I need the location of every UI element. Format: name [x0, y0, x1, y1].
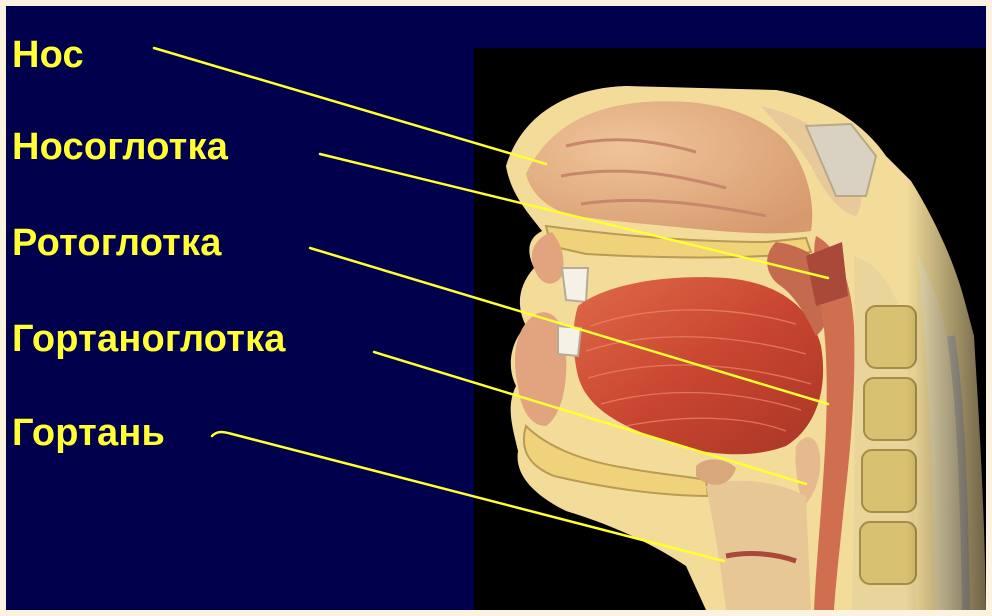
- head-sagittal-section-illustration: [6, 6, 986, 610]
- label-nasopharynx: Носоглотка: [12, 128, 228, 166]
- label-larynx: Гортань: [12, 414, 165, 452]
- label-oropharynx: Ротоглотка: [12, 224, 222, 262]
- anatomy-slide: Нос Носоглотка Ротоглотка Гортаноглотка …: [6, 6, 986, 610]
- label-laryngopharynx: Гортаноглотка: [12, 320, 286, 358]
- label-nose: Нос: [12, 36, 84, 74]
